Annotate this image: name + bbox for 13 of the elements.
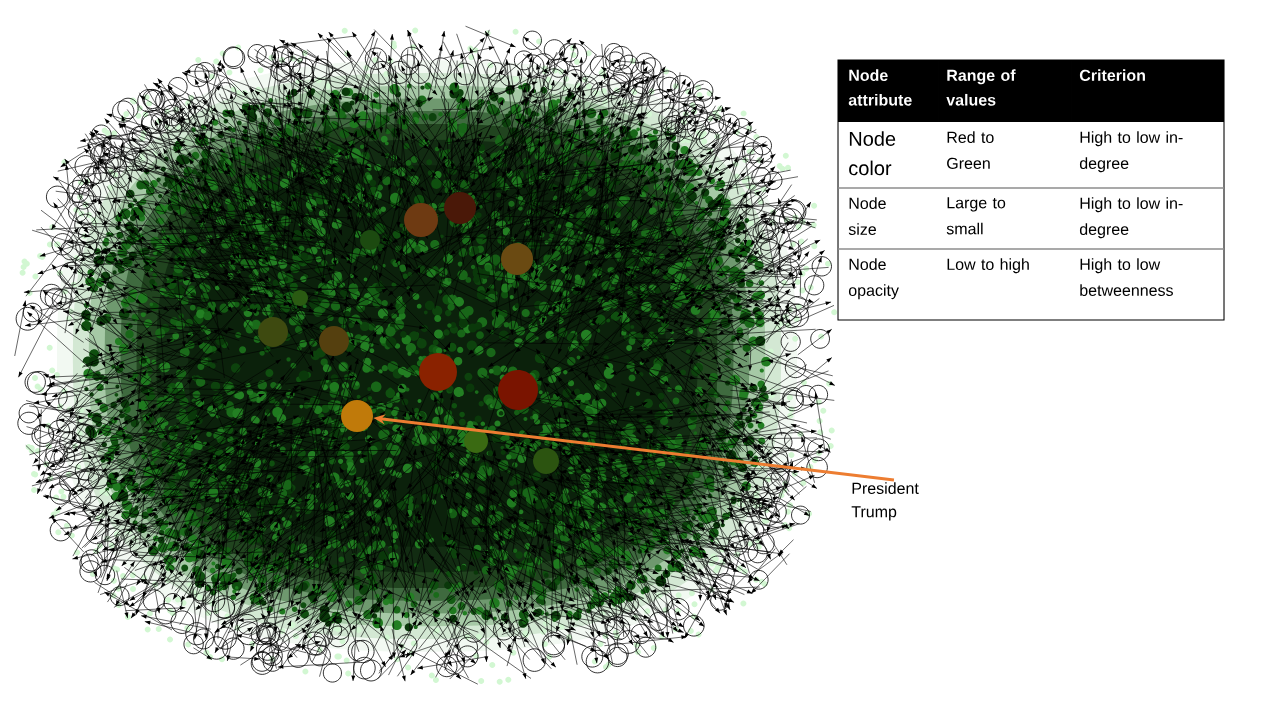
table-text: Node size <box>848 197 886 235</box>
table-header: Range of values <box>938 60 1071 122</box>
table-text: High to low betweenness <box>1080 258 1173 296</box>
table-text: Node color <box>849 131 896 176</box>
table-text: High to low in-degree <box>1079 197 1183 239</box>
table-text: Large to small <box>946 197 1006 235</box>
table-header: Criterion <box>1071 60 1224 122</box>
table-text: Red to Green <box>947 131 994 169</box>
table-text: High to low in-degree <box>1079 131 1183 173</box>
table-text: Low to high <box>947 258 1029 274</box>
text-label: President Trump <box>851 482 919 521</box>
table-text: Node opacity <box>848 258 899 300</box>
table-header: Node attribute <box>838 60 938 122</box>
